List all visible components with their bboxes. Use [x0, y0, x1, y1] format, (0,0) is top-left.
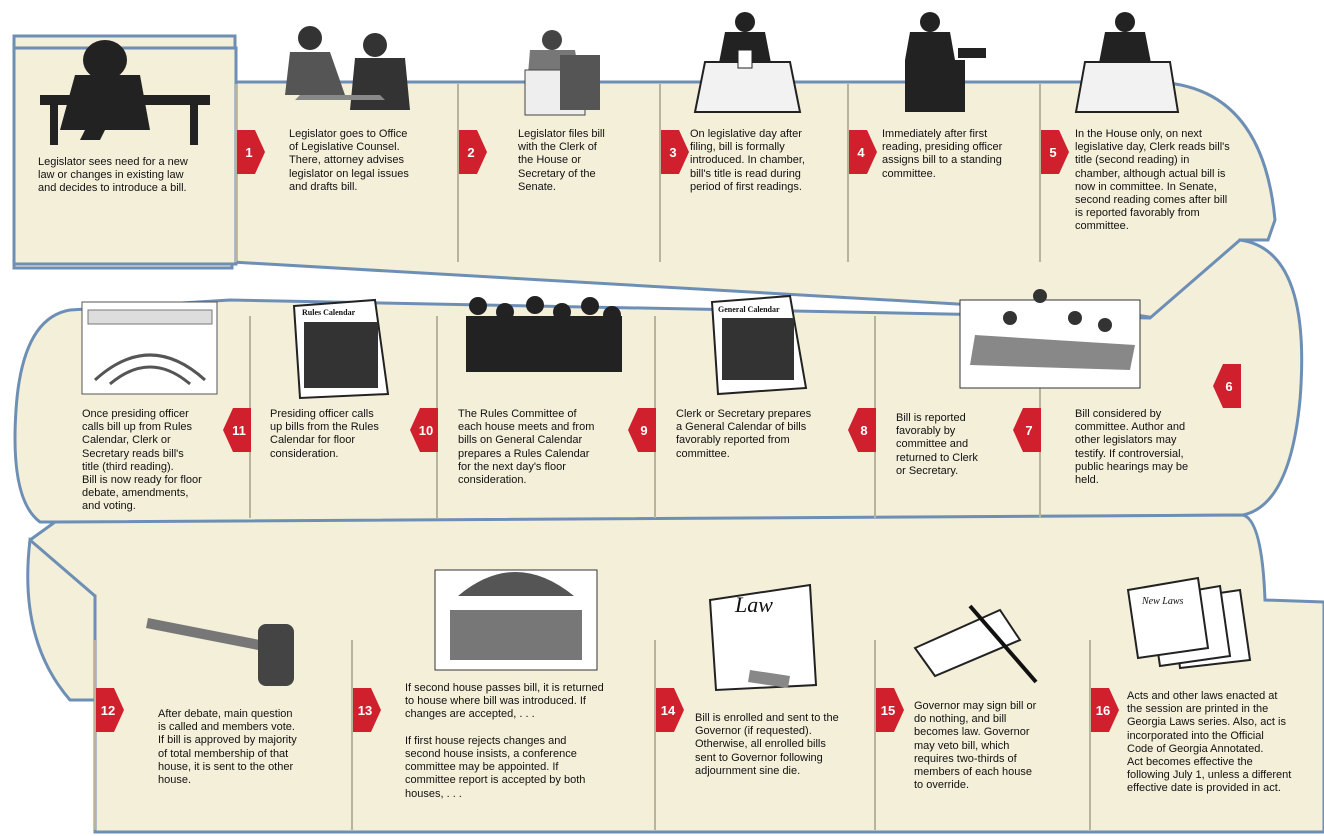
step-number-13: 13	[358, 703, 372, 718]
filing-bill-icon	[524, 30, 600, 116]
step-number-15: 15	[881, 703, 895, 718]
presiding-officer-icon	[905, 12, 986, 112]
step-text-4: Immediately after first reading, presidi…	[882, 128, 1003, 180]
general-calendar-title: General Calendar	[718, 305, 780, 314]
step-text-13: If second house passes bill, it is retur…	[405, 682, 604, 800]
step-number-12: 12	[101, 703, 115, 718]
law-scroll-icon: Law	[708, 583, 818, 692]
step-marker-5	[1041, 130, 1069, 174]
chamber-floor-icon	[81, 301, 218, 395]
step-marker-10	[410, 408, 438, 452]
capitol-building-icon	[434, 569, 598, 671]
step-number-4: 4	[857, 145, 865, 160]
step-number-5: 5	[1049, 145, 1056, 160]
step-text-12: After debate, main question is called an…	[158, 708, 297, 787]
committee-hearing-icon	[959, 289, 1141, 389]
step-number-7: 7	[1025, 423, 1032, 438]
step-marker-16	[1091, 688, 1119, 732]
step-marker-12	[96, 688, 124, 732]
step-number-2: 2	[467, 145, 474, 160]
step-text-14: Bill is enrolled and sent to the Governo…	[695, 712, 839, 777]
clerk-podium-icon	[1074, 12, 1180, 113]
step-marker-8	[848, 408, 876, 452]
step-text-9: The Rules Committee of each house meets …	[458, 408, 595, 487]
step-text-15: Governor may sign bill or do nothing, an…	[914, 700, 1037, 792]
step-marker-3	[661, 130, 689, 174]
step-number-9: 9	[640, 423, 647, 438]
step-text-11: Once presiding officer calls bill up fro…	[82, 408, 202, 513]
start-box	[12, 46, 238, 266]
step-number-10: 10	[419, 423, 433, 438]
step-marker-7	[1013, 408, 1041, 452]
step-number-1: 1	[245, 145, 252, 160]
new-laws-pages-icon: New Laws	[1126, 576, 1252, 670]
step-number-16: 16	[1096, 703, 1110, 718]
step-marker-14	[656, 688, 684, 732]
general-calendar-icon: General Calendar	[710, 294, 808, 396]
step-marker-4	[849, 130, 877, 174]
step-marker-13	[353, 688, 381, 732]
step-text-8: Clerk or Secretary prepares a General Ca…	[676, 408, 812, 460]
step-marker-6	[1213, 364, 1241, 408]
rules-calendar-icon: Rules Calendar	[292, 298, 390, 400]
step-marker-2	[459, 130, 487, 174]
step-text-1: Legislator goes to Office of Legislative…	[289, 128, 409, 193]
step-text-start: Legislator sees need for a new law or ch…	[38, 156, 188, 195]
law-scroll-text: Law	[734, 592, 773, 617]
step-text-3: On legislative day after filing, bill is…	[690, 128, 805, 193]
rules-calendar-title: Rules Calendar	[302, 308, 356, 317]
step-number-14: 14	[661, 703, 676, 718]
step-text-16: Acts and other laws enacted at the sessi…	[1127, 690, 1292, 795]
chamber-podium-icon	[693, 12, 802, 113]
step-marker-9	[628, 408, 656, 452]
step-marker-15	[876, 688, 904, 732]
step-number-6: 6	[1225, 379, 1232, 394]
step-text-6: Bill considered by committee. Author and…	[1075, 408, 1189, 487]
step-number-3: 3	[669, 145, 676, 160]
step-text-5: In the House only, on next legislative d…	[1075, 128, 1230, 233]
legal-counsel-meeting-icon	[285, 26, 410, 110]
step-marker-1	[237, 130, 265, 174]
step-text-10: Presiding officer calls up bills from th…	[270, 408, 379, 460]
rules-committee-icon	[466, 296, 622, 372]
step-number-8: 8	[860, 423, 867, 438]
new-laws-title: New Laws	[1141, 596, 1184, 607]
step-text-2: Legislator files bill with the Clerk of …	[518, 128, 605, 193]
step-number-11: 11	[232, 423, 246, 438]
legislator-thinking-icon	[40, 40, 210, 145]
step-text-7: Bill is reported favorably by committee …	[896, 412, 978, 477]
step-marker-11	[223, 408, 251, 452]
gavel-icon	[146, 618, 294, 686]
signing-pen-icon	[913, 604, 1038, 684]
